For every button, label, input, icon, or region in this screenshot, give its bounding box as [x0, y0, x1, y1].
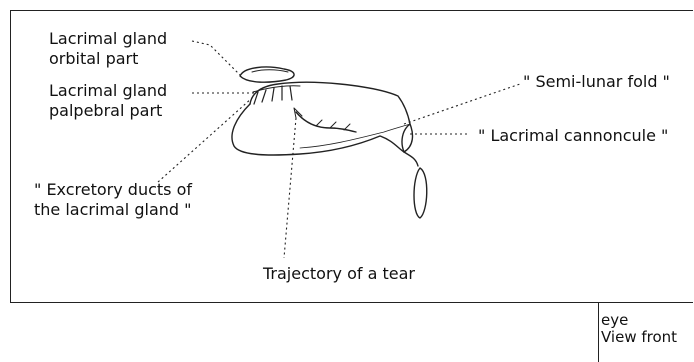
leader-orbital: [192, 41, 240, 75]
caption-box: eye View front: [598, 303, 694, 362]
label-semilunar-fold: " Semi-lunar fold ": [523, 72, 670, 92]
tear-trajectory: [296, 112, 356, 132]
lacrimal-caruncle: [402, 124, 412, 152]
leader-trajectory: [284, 118, 296, 258]
leader-semilunar: [404, 84, 520, 124]
label-excretory-ducts: " Excretory ducts of the lacrimal gland …: [34, 180, 192, 220]
eye-outline: [232, 104, 404, 155]
label-tear-trajectory: Trajectory of a tear: [263, 264, 415, 284]
label-orbital-part: Lacrimal gland orbital part: [49, 29, 167, 69]
excretory-duct-marks: [254, 86, 292, 104]
lacrimal-canaliculus: [404, 152, 418, 166]
caption-subtitle: View front: [601, 329, 694, 346]
label-palpebral-part: Lacrimal gland palpebral part: [49, 81, 167, 121]
label-lacrimal-caruncle: " Lacrimal cannoncule ": [478, 126, 668, 146]
caption-title: eye: [601, 312, 694, 329]
leader-ducts: [158, 98, 252, 182]
lacrimal-sac: [414, 168, 427, 218]
